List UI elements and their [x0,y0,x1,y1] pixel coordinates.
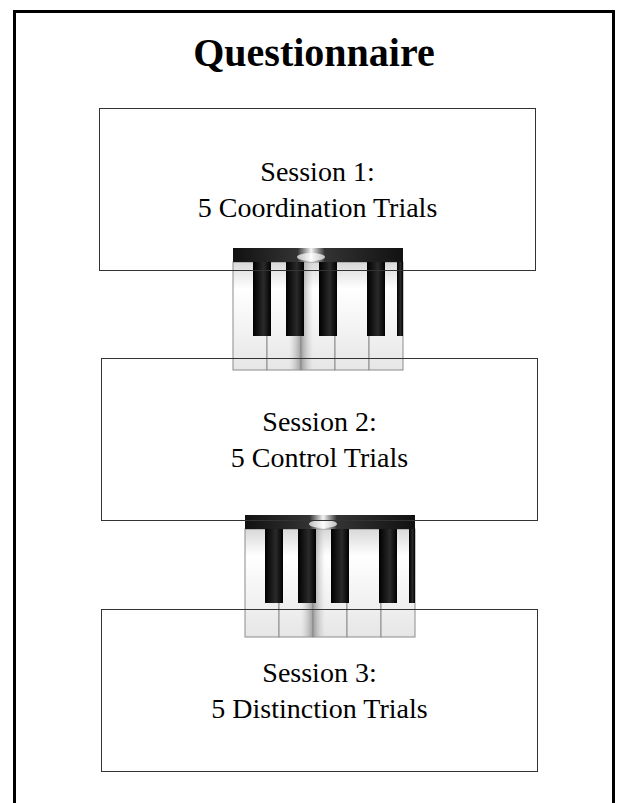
box-content: Session 2:5 Control Trials [102,359,537,520]
session-description: 5 Coordination Trials [198,190,438,226]
session-heading: Session 3: [262,655,376,691]
session-description: 5 Control Trials [231,440,408,476]
session-heading: Session 1: [260,154,374,190]
diagram-title: Questionnaire [16,30,612,76]
box-content: Session 3:5 Distinction Trials [102,610,537,771]
piano-keyboard [245,515,415,637]
session-box: Session 2:5 Control Trials [101,358,538,521]
piano-keyboard [233,248,403,370]
box-content: Session 1:5 Coordination Trials [100,109,535,270]
session-box: Session 3:5 Distinction Trials [101,609,538,772]
session-description: 5 Distinction Trials [211,691,427,727]
session-box: Session 1:5 Coordination Trials [99,108,536,271]
session-heading: Session 2: [262,404,376,440]
questionnaire-frame: QuestionnaireSession 1:5 Coordination Tr… [13,10,615,803]
